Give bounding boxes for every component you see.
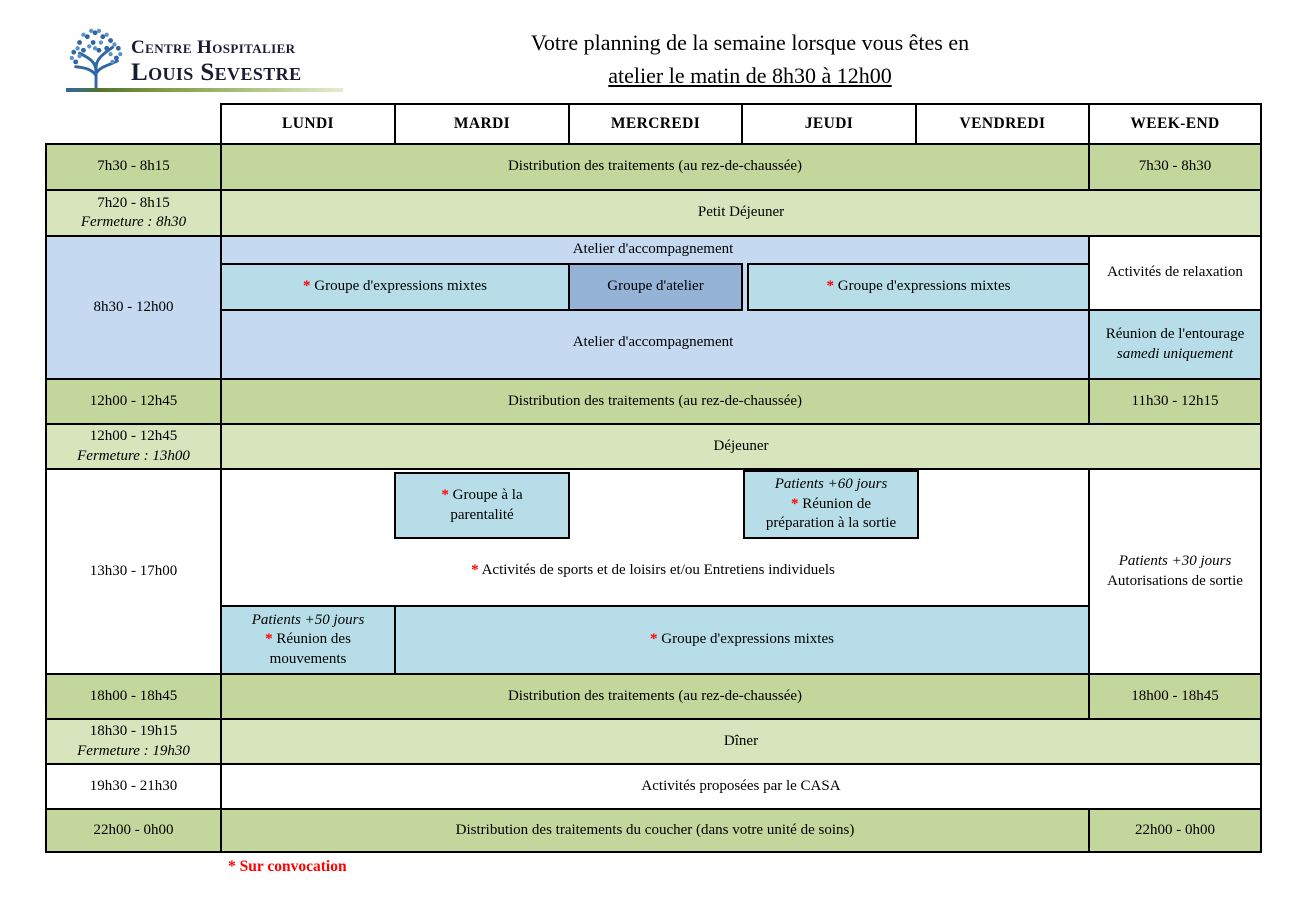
breakfast-time: 7h20 - 8h15 [97, 194, 170, 211]
cell-night-meds: Distribution des traitements du coucher … [220, 808, 1090, 853]
plus50-line2: mouvements [269, 650, 347, 667]
cell-noon-meds: Distribution des traitements (au rez-de-… [220, 378, 1090, 425]
weekend-cell-evening-meds: 18h00 - 18h45 [1088, 673, 1262, 720]
time-cell-noon-meds: 12h00 - 12h45 [45, 378, 222, 425]
workshop-group-atelier: Groupe d'atelier [568, 263, 743, 311]
asterisk-mark: * [826, 278, 835, 295]
time-cell-morning-meds: 7h30 - 8h15 [45, 143, 222, 191]
time-cell-dinner: 18h30 - 19h15 Fermeture : 19h30 [45, 718, 222, 765]
weekend-cell-afternoon: Patients +30 jours Autorisations de sort… [1088, 468, 1262, 675]
weekend-cell-relaxation: Activités de relaxation [1088, 235, 1262, 311]
weekend-afternoon-label: Autorisations de sortie [1107, 572, 1243, 589]
asterisk-mark: * [791, 495, 799, 512]
asterisk-mark: * [441, 487, 449, 503]
logo-gradient-bar [66, 88, 343, 92]
plus50-line1: Réunion des [276, 631, 351, 648]
dinner-time: 18h30 - 19h15 [89, 723, 178, 739]
workshop-top-band: Atelier d'accompagnement [572, 241, 734, 258]
workshop-group-expressions-left: * Groupe d'expressions mixtes [220, 263, 570, 311]
day-header-mardi: MARDI [394, 103, 570, 145]
page-title: Votre planning de la semaine lorsque vou… [450, 26, 1050, 92]
time-cell-night-meds: 22h00 - 0h00 [45, 808, 222, 853]
lunch-time: 12h00 - 12h45 [89, 428, 178, 444]
day-header-jeudi: JEUDI [741, 103, 917, 145]
parenting-group-line1: Groupe à la [452, 487, 523, 503]
breakfast-closing: Fermeture : 8h30 [80, 214, 187, 230]
lunch-closing: Fermeture : 13h00 [77, 447, 190, 464]
hospital-logo-text: Centre Hospitalier Louis Sevestre [131, 37, 302, 86]
time-cell-afternoon: 13h30 - 17h00 [45, 468, 222, 675]
weekend-cell-entourage: Réunion de l'entourage samedi uniquement [1088, 309, 1262, 380]
cell-morning-meds: Distribution des traitements (au rez-de-… [220, 143, 1090, 191]
afternoon-sports-band: * Activités de sports et de loisirs et/o… [224, 540, 1082, 602]
cell-casa: Activités proposées par le CASA [220, 763, 1262, 810]
plus50-note: Patients +50 jours [251, 611, 365, 628]
group-expressions-right-label: Groupe d'expressions mixtes [837, 278, 1011, 295]
group-expressions-label: Groupe d'expressions mixtes [661, 631, 834, 648]
hospital-name-line1: Centre Hospitalier [131, 37, 296, 58]
day-header-mercredi: MERCREDI [568, 103, 743, 145]
cell-breakfast: Petit Déjeuner [220, 189, 1262, 237]
weekend-afternoon-note: Patients +30 jours [1118, 553, 1232, 569]
box-parenting-group: * Groupe à la parentalité [394, 472, 570, 539]
time-cell-breakfast: 7h20 - 8h15 Fermeture : 8h30 [45, 189, 222, 237]
time-cell-casa: 19h30 - 21h30 [45, 763, 222, 810]
weekend-cell-noon-meds: 11h30 - 12h15 [1088, 378, 1262, 425]
page-title-line2: atelier le matin de 8h30 à 12h00 [608, 63, 892, 88]
convocation-footnote: * Sur convocation [228, 858, 347, 876]
box-plus50-meeting: Patients +50 jours * Réunion des mouveme… [220, 605, 396, 675]
asterisk-mark: * [265, 631, 273, 648]
day-header-weekend: WEEK-END [1088, 103, 1262, 145]
asterisk-mark: * [650, 631, 658, 648]
cell-dinner: Dîner [220, 718, 1262, 765]
cell-lunch: Déjeuner [220, 423, 1262, 470]
asterisk-mark: * [471, 562, 479, 579]
tree-logo-icon [69, 28, 123, 89]
asterisk-mark: * [228, 858, 236, 875]
weekend-cell-night-meds: 22h00 - 0h00 [1088, 808, 1262, 853]
plus60-note: Patients +60 jours [774, 476, 888, 493]
page-title-line1: Votre planning de la semaine lorsque vou… [530, 30, 970, 55]
time-cell-evening-meds: 18h00 - 18h45 [45, 673, 222, 720]
day-header-vendredi: VENDREDI [915, 103, 1090, 145]
entourage-label: Réunion de l'entourage [1105, 326, 1245, 342]
box-plus60-meeting: Patients +60 jours * Réunion de préparat… [743, 470, 919, 539]
group-expressions-left-label: Groupe d'expressions mixtes [314, 278, 487, 295]
footnote-label: Sur convocation [239, 858, 347, 875]
workshop-group-expressions-right: * Groupe d'expressions mixtes [747, 263, 1090, 311]
time-cell-lunch: 12h00 - 12h45 Fermeture : 13h00 [45, 423, 222, 470]
entourage-note: samedi uniquement [1116, 345, 1234, 362]
parenting-group-line2: parentalité [450, 506, 514, 523]
time-cell-workshop: 8h30 - 12h00 [45, 235, 222, 380]
weekend-cell-morning-meds: 7h30 - 8h30 [1088, 143, 1262, 191]
dinner-closing: Fermeture : 19h30 [77, 742, 190, 759]
sports-label: Activités de sports et de loisirs et/ou … [481, 562, 835, 579]
plus60-line1: Réunion de [802, 495, 871, 512]
cell-evening-meds: Distribution des traitements (au rez-de-… [220, 673, 1090, 720]
asterisk-mark: * [303, 278, 311, 295]
day-header-lundi: LUNDI [220, 103, 396, 145]
hospital-name-line2: Louis Sevestre [131, 58, 302, 86]
workshop-bottom-band: Atelier d'accompagnement [572, 334, 734, 351]
box-group-expressions: * Groupe d'expressions mixtes [394, 605, 1090, 675]
plus60-line2: préparation à la sortie [765, 515, 897, 532]
